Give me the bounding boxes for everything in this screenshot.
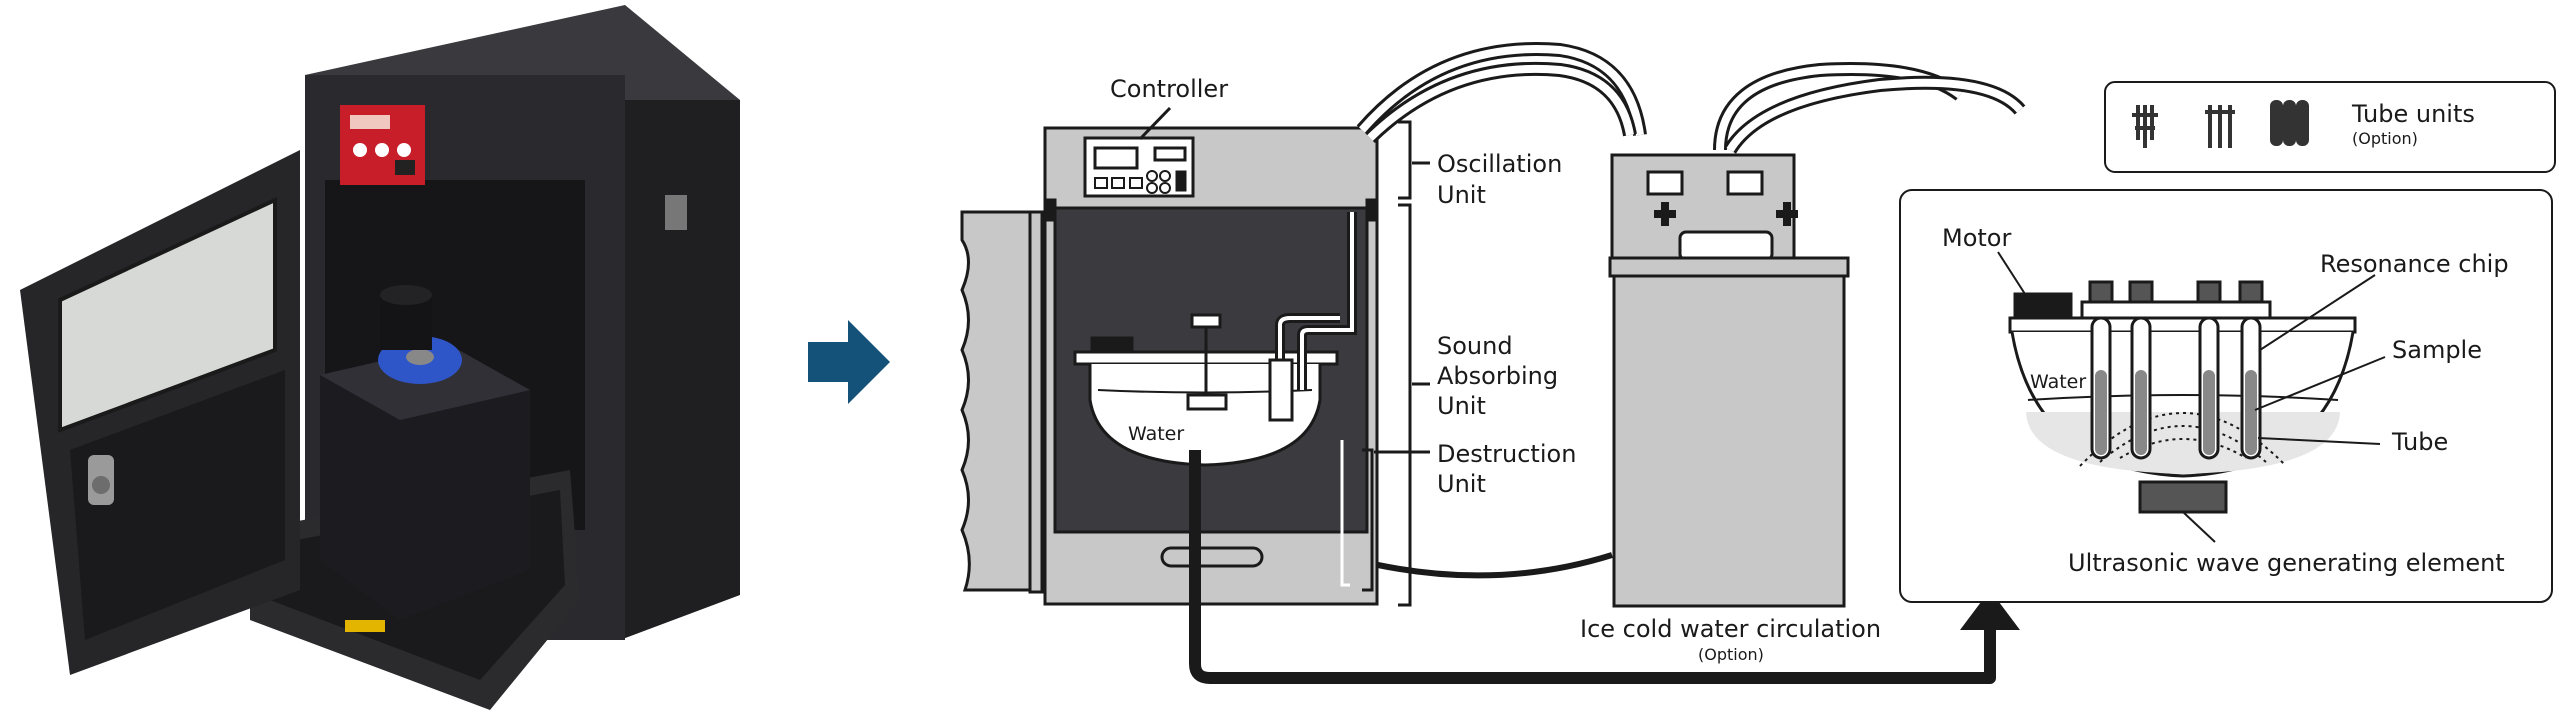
labels: Controller Oscillation Unit Sound Absorb… — [1110, 75, 2509, 664]
label-sample: Sample — [2392, 336, 2482, 364]
flow-arrow-icon — [808, 320, 890, 404]
label-destruction-1: Destruction — [1437, 440, 1576, 468]
label-destruction-2: Unit — [1437, 470, 1486, 498]
device-photo — [20, 5, 740, 710]
label-oscillation-2: Unit — [1437, 181, 1486, 209]
label-sound-3: Unit — [1437, 392, 1486, 420]
cooler-plus-icons — [1654, 202, 1798, 226]
label-controller: Controller — [1110, 75, 1228, 103]
label-sound-1: Sound — [1437, 332, 1513, 360]
tube-unit-icon — [2132, 100, 2309, 148]
detail-drawing — [1997, 251, 2386, 543]
schematic — [960, 42, 2556, 684]
label-tube: Tube — [2391, 428, 2448, 456]
label-water-detail: Water — [2030, 371, 2086, 393]
label-water-tank: Water — [1128, 423, 1184, 445]
label-ice-water: Ice cold water circulation — [1580, 615, 1881, 643]
label-ultrasonic: Ultrasonic wave generating element — [2068, 549, 2505, 577]
label-ice-option: (Option) — [1698, 645, 1764, 664]
label-tube-units: Tube units — [2351, 100, 2475, 128]
label-motor: Motor — [1942, 224, 2011, 252]
label-oscillation-1: Oscillation — [1437, 150, 1562, 178]
label-tube-option: (Option) — [2352, 129, 2418, 148]
label-resonance-chip: Resonance chip — [2320, 250, 2509, 278]
label-sound-2: Absorbing — [1437, 362, 1558, 390]
